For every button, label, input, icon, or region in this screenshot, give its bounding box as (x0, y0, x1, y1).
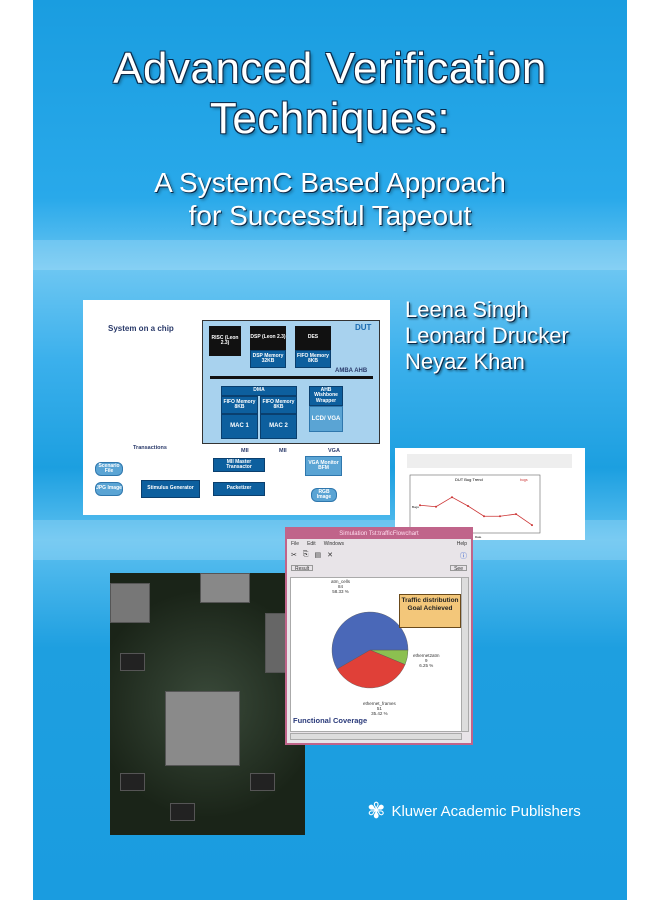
cut-icon[interactable]: ✂ (291, 552, 297, 559)
kluwer-flower-icon: ✾ (367, 798, 386, 823)
risc-block: RISC (Leon 2.3) (209, 326, 241, 356)
fifo-1: FIFO Memory 8KB (221, 396, 258, 414)
transactions-label: Transactions (133, 445, 167, 451)
mii-master: MII Master Transactor (213, 458, 265, 472)
fpga-chip (165, 691, 240, 766)
packetizer: Packetizer (213, 482, 265, 496)
trend-xlabel: Date (475, 535, 482, 539)
horizontal-scrollbar[interactable] (290, 733, 462, 740)
pie-slice-atm_cells (331, 611, 409, 670)
dut-label: DUT (355, 323, 372, 332)
mac-2: MAC 2 (260, 414, 297, 439)
close-icon[interactable]: ✕ (327, 552, 333, 559)
dma-block: DMA (221, 386, 297, 396)
author-2: Leonard Drucker (405, 323, 569, 348)
ahb-wrapper: AHB Wishbone Wrapper (309, 386, 343, 406)
dsp-block: DSP (Leon 2.3) (250, 326, 286, 350)
book-cover: Advanced Verification Techniques: A Syst… (33, 0, 627, 900)
amba-bus (210, 376, 373, 379)
subtitle-line-1: A SystemC Based Approach (154, 167, 506, 198)
menu-windows[interactable]: Windows (323, 541, 344, 547)
trend-point (467, 505, 469, 507)
author-3: Neyaz Khan (405, 349, 525, 374)
vga-label: VGA (328, 448, 340, 454)
mii-label-2: MII (279, 448, 287, 454)
vertical-scrollbar[interactable] (461, 577, 469, 732)
trend-title: DUT Bug Trend (455, 477, 483, 482)
trend-point (483, 515, 485, 518)
pie-slice-ethernet_frames (336, 649, 406, 689)
dsp-memory: DSP Memory 32KB (250, 350, 286, 368)
des-block: DES (295, 326, 331, 350)
vga-monitor: VGA Monitor BFM (305, 456, 342, 476)
bug-trend-chart: DUT Bug Trend bugs Date Bugs (407, 454, 572, 539)
info-icon[interactable]: ⓘ (460, 553, 467, 560)
goal-callout: Traffic distribution Goal Achieved (399, 594, 461, 628)
copy-icon[interactable]: ⎘ (302, 551, 309, 558)
trend-point (531, 524, 533, 527)
trend-point (419, 504, 421, 507)
trend-point (515, 513, 517, 516)
bus-label: AMBA AHB (335, 368, 368, 374)
publisher-logo: ✾ Kluwer Academic Publishers (367, 798, 581, 824)
trend-point (451, 496, 453, 499)
title-line-1: Advanced Verification (113, 44, 547, 93)
see-button[interactable]: See (450, 565, 467, 572)
diagram-title: System on a chip (108, 324, 174, 333)
stimulus-generator: Stimulus Generator (141, 480, 200, 498)
trend-legend: bugs (520, 478, 528, 482)
soc-diagram: System on a chip DUT RISC (Leon 2.3) DSP… (83, 300, 390, 515)
jpg-image: JPG Image (95, 482, 123, 496)
coverage-window: Simulation Tst:trafficFlowchart File Edi… (285, 527, 473, 745)
lcd-vga: LCD/ VGA (309, 406, 343, 432)
subtitle-line-2: for Successful Tapeout (188, 200, 472, 231)
bug-trend-panel: DUT Bug Trend bugs Date Bugs (395, 448, 585, 540)
menu-file[interactable]: File (291, 541, 300, 547)
trend-point (499, 515, 501, 518)
rgb-image: RGB Image (311, 488, 337, 502)
scenario-file: Scenario File (95, 462, 123, 476)
result-dropdown[interactable]: Result (291, 565, 314, 572)
title-line-2: Techniques: (209, 94, 451, 143)
menu-help[interactable]: Help (456, 541, 467, 547)
mii-label-1: MII (241, 448, 249, 454)
publisher-name: Kluwer Academic Publishers (391, 802, 581, 820)
menu-edit[interactable]: Edit (307, 541, 316, 547)
mac-1: MAC 1 (221, 414, 258, 439)
window-title: Simulation Tst:trafficFlowchart (287, 529, 471, 539)
trend-ylabel: Bugs (412, 505, 419, 509)
author-1: Leena Singh (405, 297, 529, 322)
fifo-2: FIFO Memory 8KB (260, 396, 297, 414)
trend-line (419, 496, 533, 526)
circuit-board-photo (110, 573, 305, 835)
des-memory: FIFO Memory 8KB (295, 350, 331, 368)
paste-icon[interactable]: ▤ (314, 552, 322, 559)
functional-coverage-label: Functional Coverage (293, 716, 368, 725)
trend-point (435, 505, 437, 508)
pie-chart (331, 611, 409, 689)
